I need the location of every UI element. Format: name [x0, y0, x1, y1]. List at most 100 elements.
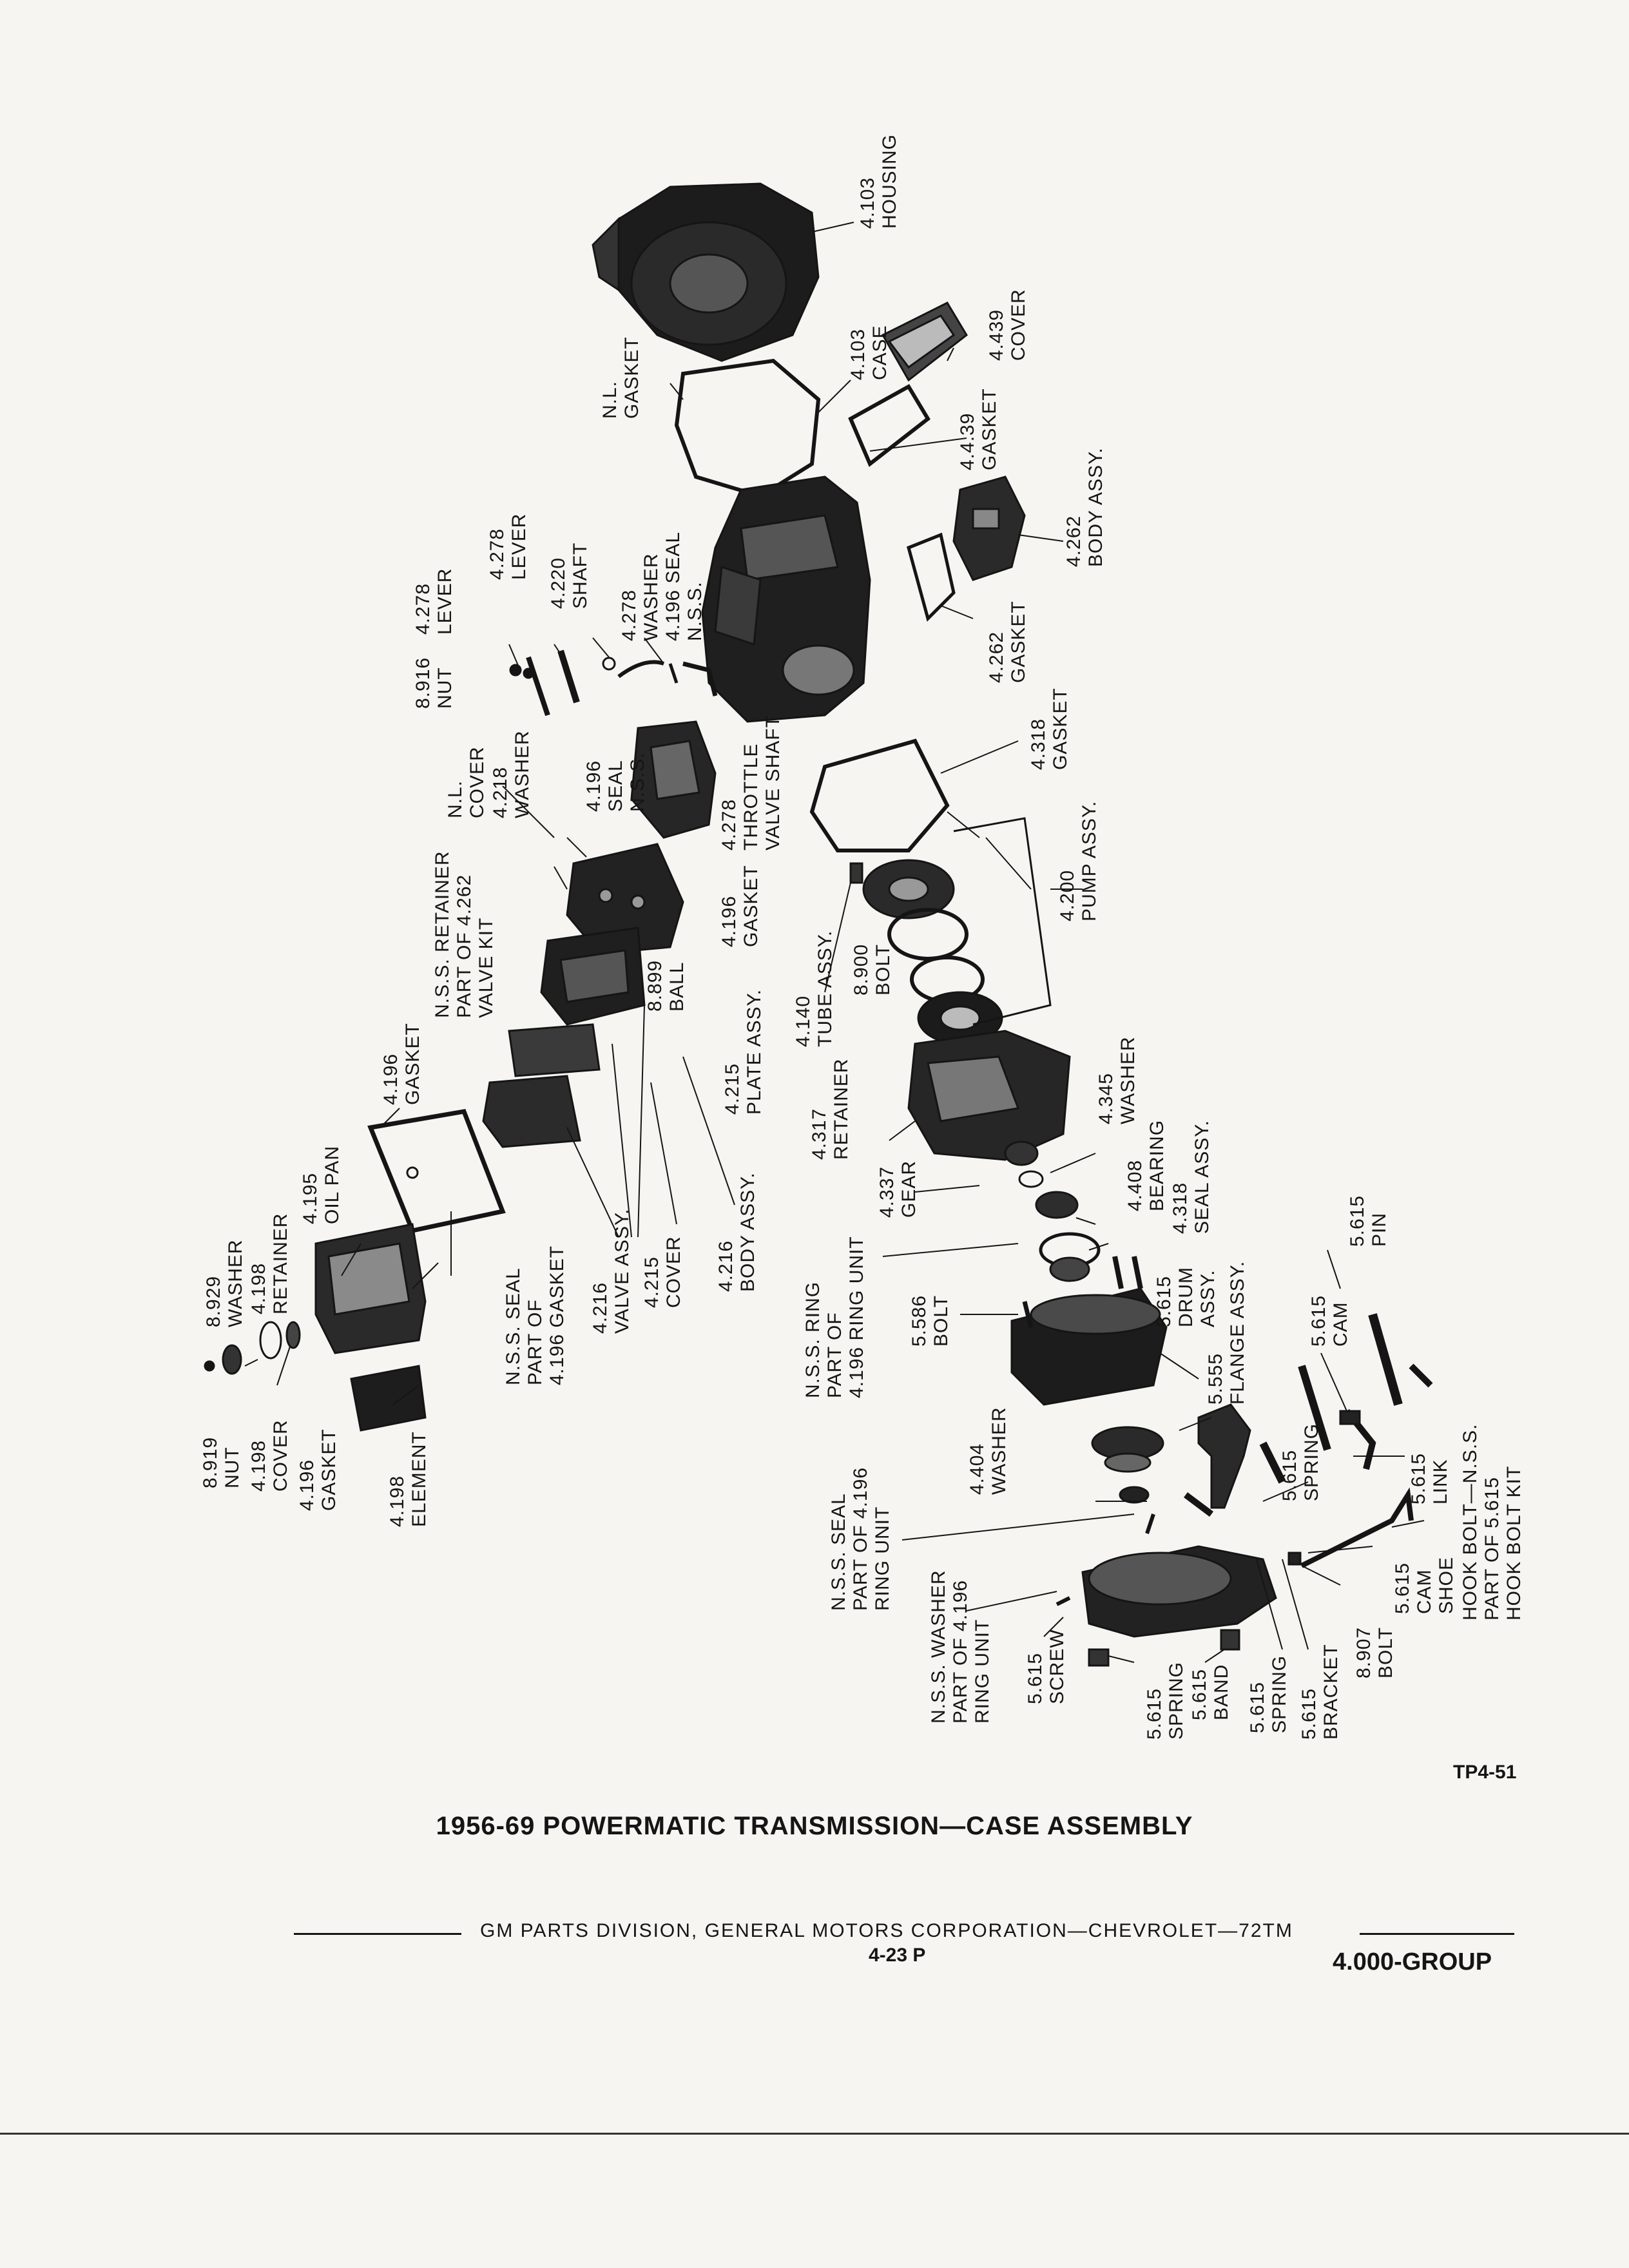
callout-line: 4.198	[248, 1439, 269, 1492]
callout-line: SPRING	[1166, 1661, 1187, 1740]
callout-line: LEVER	[434, 568, 456, 635]
callout-line: THROTTLE	[740, 743, 762, 850]
pump-gasket-part	[809, 738, 950, 852]
callout-line: 4.103	[847, 328, 869, 380]
leader-lines	[244, 222, 1425, 1663]
callout-line: SPRING	[1269, 1655, 1290, 1733]
callout-line: 8.929	[203, 1275, 224, 1327]
callout-line: 8.907	[1353, 1626, 1374, 1678]
callout-line: BOLT	[872, 943, 894, 995]
callout-line: 4.278	[487, 528, 508, 580]
callout-line: CAM	[1330, 1302, 1351, 1347]
callout-line: 4.195	[300, 1172, 321, 1224]
callout-line: N.S.S. WASHER	[928, 1570, 949, 1724]
valve-body-lower	[540, 927, 646, 1026]
footer-rule	[294, 1933, 461, 1935]
nl-gasket-part	[674, 358, 821, 499]
callout-line: RING UNIT	[972, 1619, 993, 1724]
callout-line: PLATE ASSY.	[744, 989, 765, 1115]
callout-line: N.S.S. RETAINER	[432, 850, 453, 1018]
callout-line: LEVER	[508, 513, 530, 580]
callout-nl-cover: N.L.COVER	[445, 746, 488, 818]
callout-line: 4.140	[793, 995, 814, 1047]
callout-line: GASKET	[1050, 687, 1071, 770]
callout-line: N.L.	[445, 780, 466, 818]
callout-line: VALVE ASSY.	[612, 1208, 633, 1334]
callout-line: BODY ASSY.	[737, 1172, 758, 1292]
bottom-rule	[0, 2133, 1629, 2135]
case-part	[701, 476, 871, 723]
callout-line: GASKET	[318, 1428, 340, 1511]
callout-line: 4.337	[876, 1166, 898, 1218]
cover-439-part	[881, 302, 968, 382]
callout-line: 5.586	[909, 1294, 930, 1347]
callout-line: FLANGE ASSY.	[1227, 1260, 1248, 1405]
callout-line: WASHER	[988, 1407, 1010, 1495]
callout-line: N.S.S. RING	[802, 1281, 824, 1398]
callout-line: 5.615	[1025, 1652, 1046, 1704]
callout-line: SEAL	[605, 760, 626, 812]
callout-line: N.S.S. SEAL	[828, 1493, 849, 1611]
callout-line: GASKET	[740, 865, 762, 947]
callout-line: GASKET	[979, 388, 1000, 470]
callout-line: SHOE	[1436, 1556, 1457, 1614]
callout-line: HOUSING	[879, 133, 900, 229]
callout-line: 4.318	[1028, 718, 1049, 770]
band-part	[1055, 1514, 1277, 1667]
pump-assy-bracket	[953, 817, 1052, 1026]
callout-line: 8.919	[200, 1436, 221, 1488]
callout-line: NUT	[434, 667, 456, 709]
callout-line: 5.555	[1205, 1352, 1226, 1405]
callout-line: 5.615	[1408, 1452, 1429, 1504]
callout-line: N.L.	[599, 380, 621, 419]
footer-publisher: GM PARTS DIVISION, GENERAL MOTORS CORPOR…	[480, 1920, 1293, 1941]
callout-line: SPRING	[1301, 1423, 1322, 1501]
callout-line: COVER	[467, 746, 488, 818]
callout-line: 4.218	[490, 766, 511, 818]
callout-line: 4.216	[590, 1282, 611, 1334]
callout-line: RETAINER	[270, 1213, 291, 1314]
callout-line: VALVE KIT	[476, 917, 497, 1018]
callout-line: BODY ASSY.	[1085, 447, 1106, 567]
callout-line: 4.404	[967, 1443, 988, 1495]
callout-line: HOOK BOLT KIT	[1503, 1465, 1525, 1620]
gasket-4439-part	[848, 383, 930, 467]
pump-assy-part	[849, 859, 1003, 1045]
callout-line: 4.200	[1057, 869, 1078, 921]
callout-line: GASKET	[621, 336, 642, 419]
callout-line: 5.615	[1298, 1687, 1320, 1740]
drum-part	[1010, 1287, 1168, 1406]
